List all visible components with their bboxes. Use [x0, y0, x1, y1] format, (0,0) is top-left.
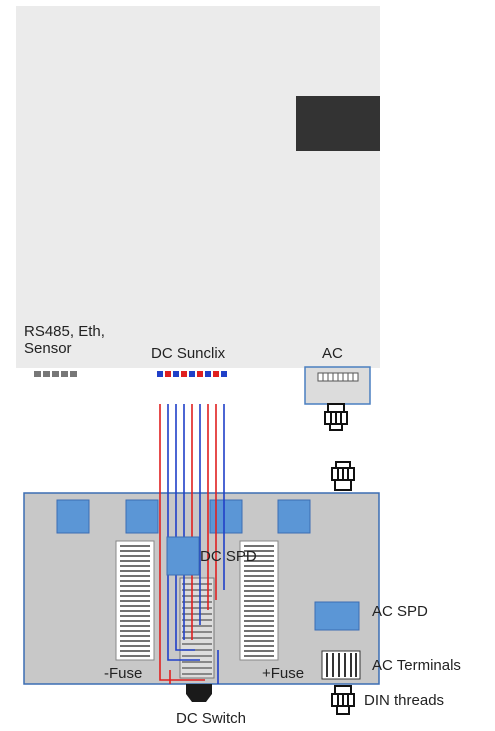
ac-spd-label: AC SPD — [372, 603, 428, 620]
dc-wires — [159, 404, 225, 684]
rs485-label-line1: RS485, Eth, — [24, 323, 105, 340]
din-threads-label: DIN threads — [364, 692, 445, 709]
cable-gland-icon — [331, 685, 355, 715]
dc-spd-block — [166, 536, 200, 576]
rs485-label-line2: Sensor — [24, 340, 72, 357]
dc-switch-icon — [186, 684, 212, 702]
dc-sunclix-connectors-icon — [157, 371, 227, 377]
inverter-body — [16, 6, 380, 368]
cable-gland-icon — [331, 461, 355, 491]
rs485-connector-icon — [34, 371, 77, 377]
dc-switch-terminals-icon — [179, 577, 215, 679]
ac-terminals-icon — [321, 650, 361, 680]
component-block — [125, 499, 159, 534]
minus-fuse-label: -Fuse — [104, 665, 143, 682]
fuse-holder-icon — [115, 540, 155, 661]
ac-label: AC — [322, 345, 343, 362]
dc-sunclix-label: DC Sunclix — [151, 345, 226, 362]
component-block — [277, 499, 311, 534]
inverter-display — [296, 96, 380, 151]
dc-spd-label: DC SPD — [200, 548, 257, 565]
ac-spd-block — [314, 601, 360, 631]
plus-fuse-label: +Fuse — [262, 665, 305, 682]
rs485-label: RS485, Eth, Sensor — [24, 323, 105, 357]
component-block — [56, 499, 90, 534]
dc-switch-label: DC Switch — [176, 710, 247, 727]
ac-connection-box — [304, 366, 371, 405]
ac-terminals-label: AC Terminals — [372, 657, 461, 674]
component-block — [209, 499, 243, 534]
fuse-holder-icon — [239, 540, 279, 661]
cable-gland-icon — [324, 403, 348, 431]
